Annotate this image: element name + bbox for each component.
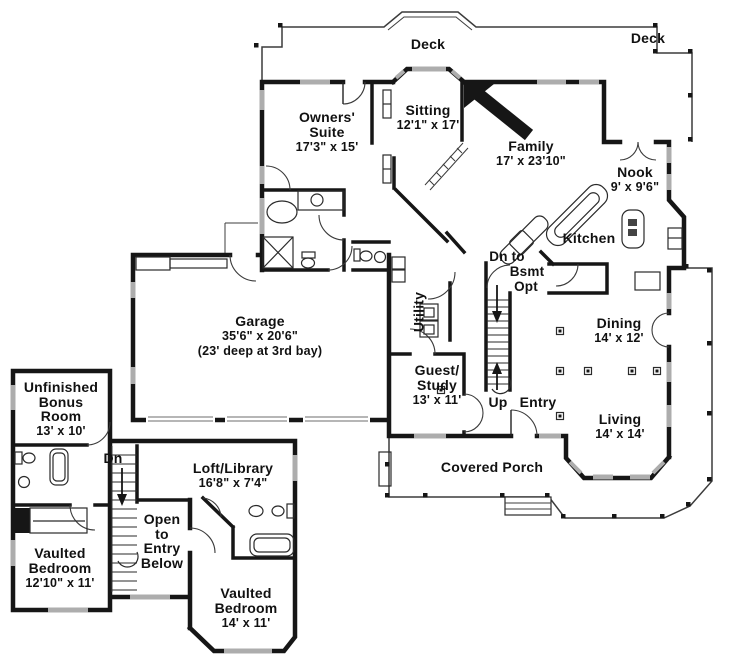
room-label-entry: Entry bbox=[519, 394, 557, 410]
stairs-upper bbox=[111, 446, 139, 592]
stair-note-line-1: Dn to bbox=[489, 249, 525, 264]
columns bbox=[436, 326, 662, 421]
room-label-deck-right: Deck bbox=[630, 30, 666, 46]
garage-workbench bbox=[135, 256, 228, 271]
kitchen-fixtures bbox=[499, 183, 683, 291]
stairs-down-arrow bbox=[492, 285, 502, 323]
room-label-loft-library: Loft/Library 16'8" x 7'4" bbox=[192, 460, 274, 491]
deck-outline bbox=[254, 11, 693, 142]
label-up: Up bbox=[488, 394, 508, 410]
door-arcs-second-floor bbox=[69, 421, 222, 554]
label-dn: Dn bbox=[103, 450, 123, 466]
stairs-down-arrow-upper bbox=[117, 468, 127, 506]
stair-note-line-2: Bsmt bbox=[509, 264, 545, 279]
windows-second-floor bbox=[10, 385, 298, 654]
room-label-owners-suite: Owners' Suite 17'3" x 15' bbox=[295, 109, 359, 155]
fireplace bbox=[464, 84, 534, 141]
room-label-living: Living 14' x 14' bbox=[595, 411, 645, 442]
door-arcs-main bbox=[229, 81, 670, 437]
label-open-to-entry-below: Open to Entry Below bbox=[140, 511, 184, 571]
room-label-dining: Dining 14' x 12' bbox=[594, 315, 644, 346]
stair-note-line-3: Opt bbox=[514, 279, 538, 294]
room-label-utility: Utility bbox=[410, 291, 427, 333]
windows-main-floor bbox=[130, 66, 672, 480]
room-label-covered-porch: Covered Porch bbox=[440, 459, 544, 475]
porch-outline bbox=[224, 222, 713, 519]
room-label-deck-top: Deck bbox=[410, 36, 446, 52]
owners-bath-fixtures bbox=[262, 190, 387, 269]
room-label-bonus-room: Unfinished Bonus Room 13' x 10' bbox=[23, 379, 99, 438]
room-label-garage: Garage 35'6" x 20'6" (23' deep at 3rd ba… bbox=[197, 313, 323, 359]
room-label-kitchen: Kitchen bbox=[562, 230, 616, 246]
room-label-family: Family 17' x 23'10" bbox=[496, 138, 566, 169]
sitting-builtins bbox=[382, 89, 392, 184]
utility-fixtures bbox=[391, 256, 439, 338]
stair-railing bbox=[424, 142, 469, 191]
room-label-nook: Nook 9' x 9'6" bbox=[610, 164, 660, 195]
room-label-guest-study: Guest/ Study 13' x 11' bbox=[412, 362, 462, 408]
room-label-sitting: Sitting 12'1" x 17' bbox=[396, 102, 460, 133]
garage-doors bbox=[146, 415, 370, 424]
room-label-bedroom-right: Vaulted Bedroom 14' x 11' bbox=[214, 585, 278, 631]
room-label-bedroom-left: Vaulted Bedroom 12'10" x 11' bbox=[25, 545, 95, 591]
stairs-main bbox=[487, 285, 512, 395]
stairs-up-arrow bbox=[492, 362, 502, 390]
upper-bath-fixtures bbox=[14, 448, 295, 557]
